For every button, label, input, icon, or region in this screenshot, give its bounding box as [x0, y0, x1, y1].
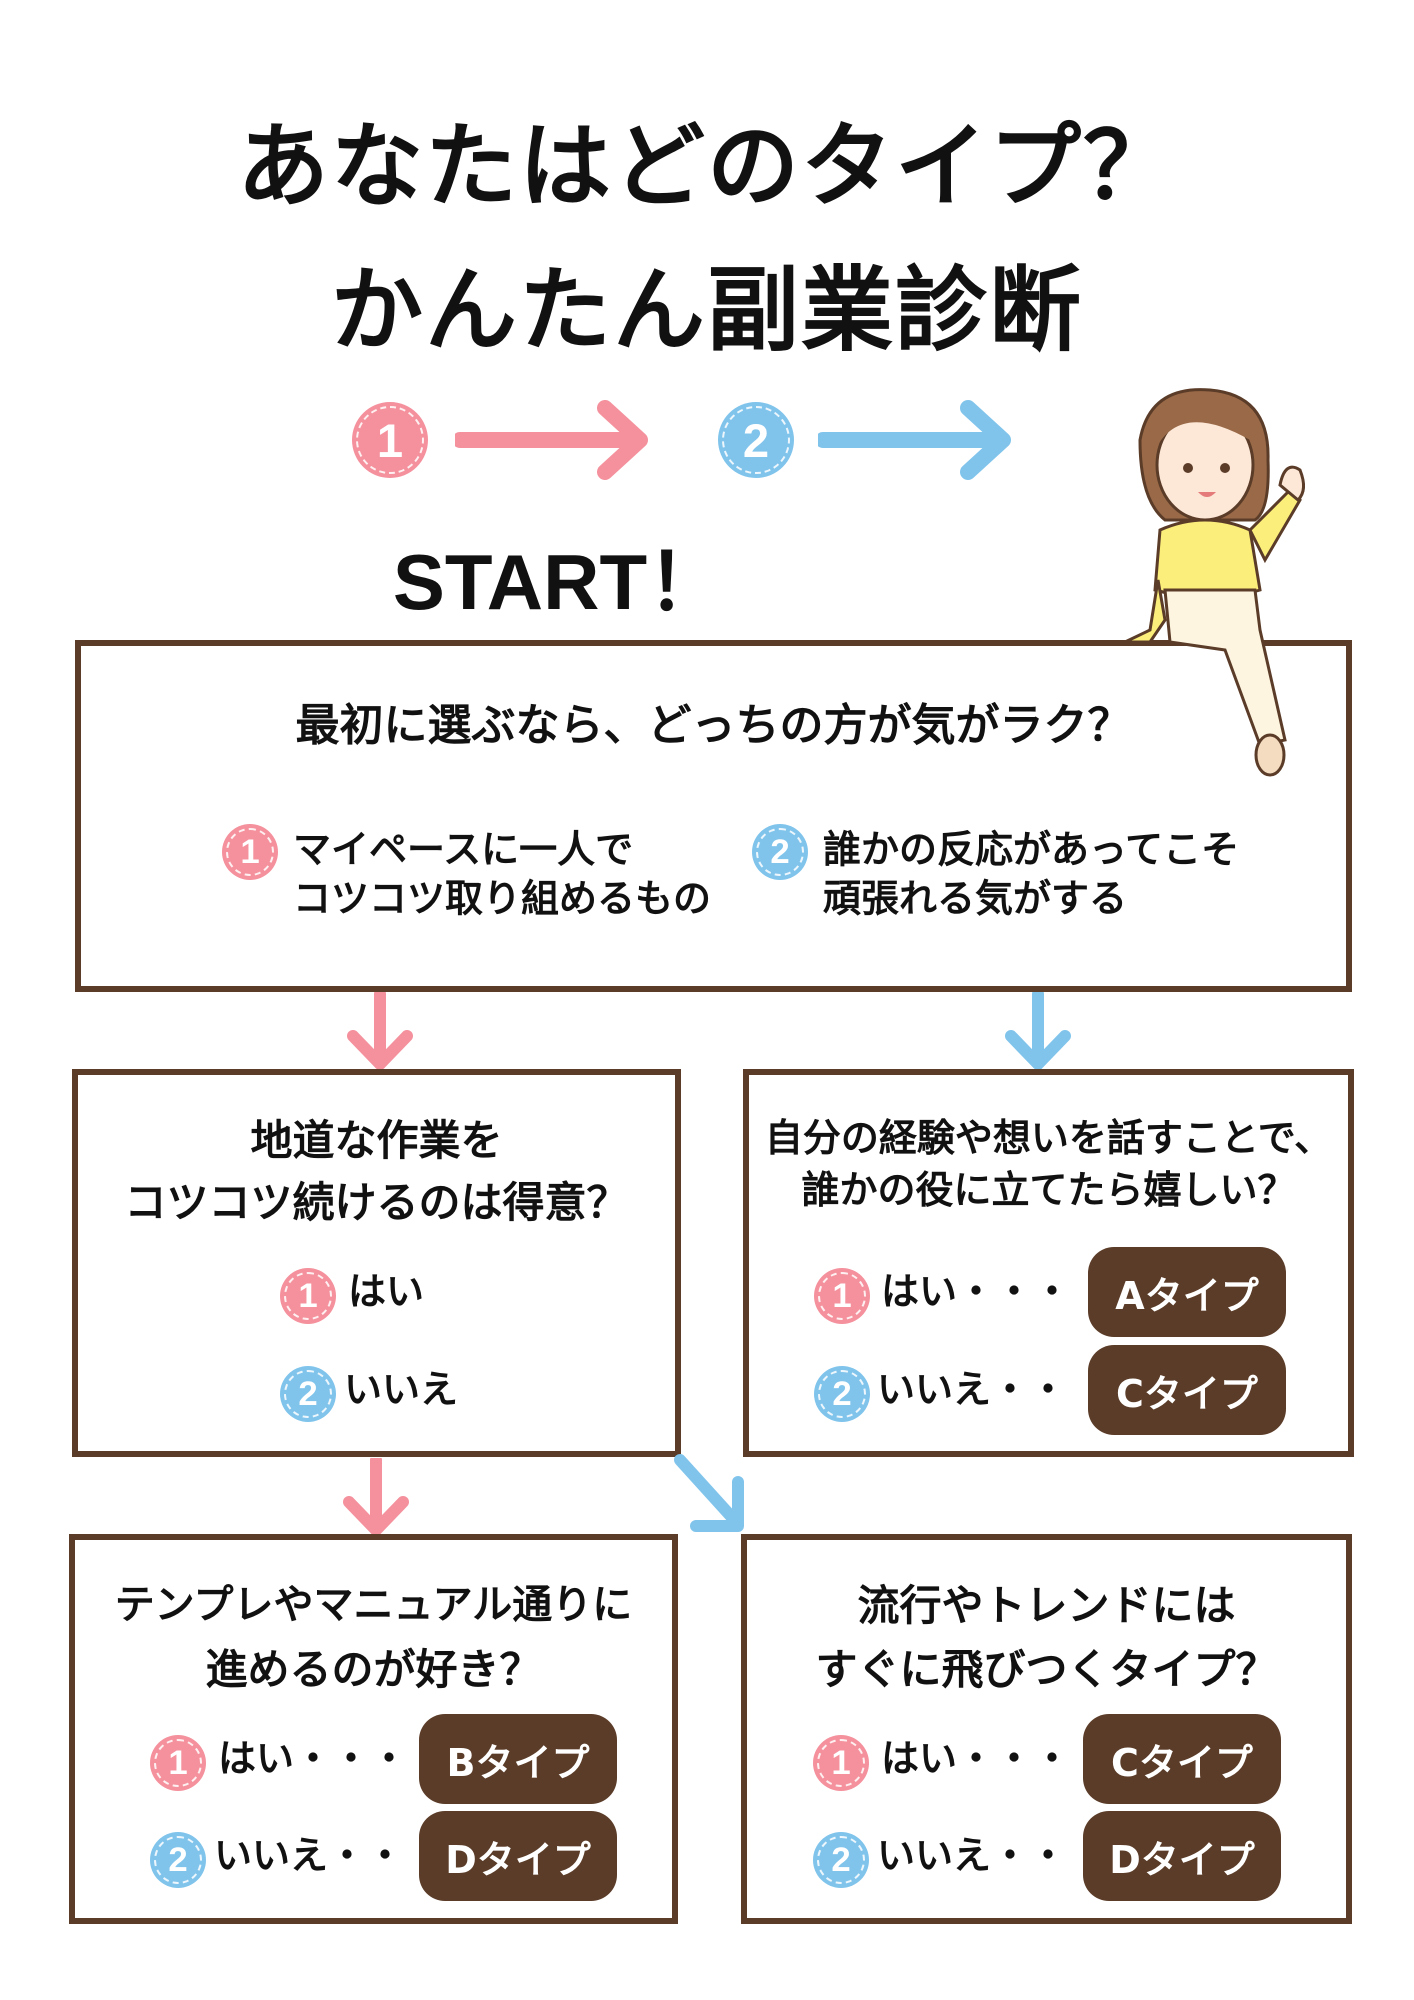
option-badge-2: 2 [752, 824, 808, 880]
yes-option[interactable]: はい [348, 1269, 425, 1314]
question-box-3: 自分の経験や想いを話すことで、 誰かの役に立てたら嬉しい？ 1 はい・・・ Aタ… [743, 1069, 1354, 1457]
option-badge-1: 1 [222, 824, 278, 880]
no-option[interactable]: いいえ・・ [214, 1833, 405, 1878]
no-badge: 2 [150, 1832, 206, 1888]
blue-down-arrow-icon [1005, 992, 1071, 1070]
option-1-text[interactable]: マイペースに一人でコツコツ取り組めるもの [293, 826, 711, 925]
legend-badge-1: 1 [352, 402, 428, 478]
question-line1: 地道な作業を [250, 1116, 503, 1165]
question-line2: コツコツ続けるのは得意？ [124, 1178, 629, 1227]
title-line1: あなたはどのタイプ？ [236, 113, 1177, 220]
yes-option[interactable]: はい・・・ [218, 1736, 409, 1781]
question-box-2: 地道な作業を コツコツ続けるのは得意？ 1 はい 2 いいえ [72, 1069, 681, 1457]
yes-option[interactable]: はい・・・ [881, 1736, 1072, 1781]
no-badge: 2 [280, 1366, 336, 1422]
question-line2: 誰かの役に立てたら嬉しい？ [801, 1168, 1296, 1212]
pink-down-arrow-icon [347, 992, 413, 1070]
waving-woman-illustration [1124, 388, 1305, 777]
start-label: START！ [392, 538, 726, 626]
pink-down-arrow-icon [343, 1458, 409, 1536]
no-option[interactable]: いいえ・・ [877, 1367, 1068, 1412]
question-box-1: 最初に選ぶなら、どっちの方が気がラク？ 1 マイペースに一人でコツコツ取り組める… [75, 640, 1352, 992]
question-line1: 流行やトレンドには [857, 1581, 1236, 1630]
no-badge: 2 [814, 1366, 870, 1422]
no-option[interactable]: いいえ [344, 1367, 459, 1412]
result-d-type-button[interactable]: Dタイプ [1083, 1811, 1281, 1901]
yes-badge: 1 [280, 1268, 336, 1324]
option-1-line1: マイペースに一人で [293, 827, 634, 872]
result-d-type-button[interactable]: Dタイプ [419, 1811, 617, 1901]
blue-arrow-icon [818, 400, 1011, 480]
question-line1: 自分の経験や想いを話すことで、 [764, 1116, 1333, 1160]
option-2-line2: 頑張れる気がする [823, 877, 1128, 921]
result-c-type-button[interactable]: Cタイプ [1083, 1714, 1281, 1804]
legend-badge-2: 2 [718, 402, 794, 478]
question-line1: テンプレやマニュアル通りに [114, 1582, 633, 1628]
pink-arrow-icon [455, 400, 648, 480]
option-2-text[interactable]: 誰かの反応があってこそ頑張れる気がする [823, 826, 1239, 925]
option-2-line1: 誰かの反応があってこそ [823, 827, 1240, 872]
title-line2: かんたん副業診断 [330, 257, 1083, 364]
result-a-type-button[interactable]: Aタイプ [1088, 1247, 1286, 1337]
blue-diagonal-arrow-icon [674, 1454, 744, 1532]
question-line2: 進めるのが好き？ [205, 1645, 542, 1694]
result-b-type-button[interactable]: Bタイプ [419, 1714, 617, 1804]
yes-option[interactable]: はい・・・ [881, 1269, 1072, 1314]
question-text: 最初に選ぶなら、どっちの方が気がラク？ [295, 700, 1132, 751]
yes-badge: 1 [813, 1735, 869, 1791]
question-box-5: 流行やトレンドには すぐに飛びつくタイプ？ 1 はい・・・ Cタイプ 2 いいえ… [741, 1534, 1352, 1924]
question-box-4: テンプレやマニュアル通りに 進めるのが好き？ 1 はい・・・ Bタイプ 2 いい… [69, 1534, 678, 1924]
question-line2: すぐに飛びつくタイプ？ [815, 1645, 1278, 1694]
option-1-line2: コツコツ取り組めるもの [293, 877, 712, 921]
no-badge: 2 [813, 1832, 869, 1888]
result-c-type-button[interactable]: Cタイプ [1088, 1345, 1286, 1435]
yes-badge: 1 [814, 1268, 870, 1324]
yes-badge: 1 [150, 1735, 206, 1791]
no-option[interactable]: いいえ・・ [877, 1833, 1068, 1878]
